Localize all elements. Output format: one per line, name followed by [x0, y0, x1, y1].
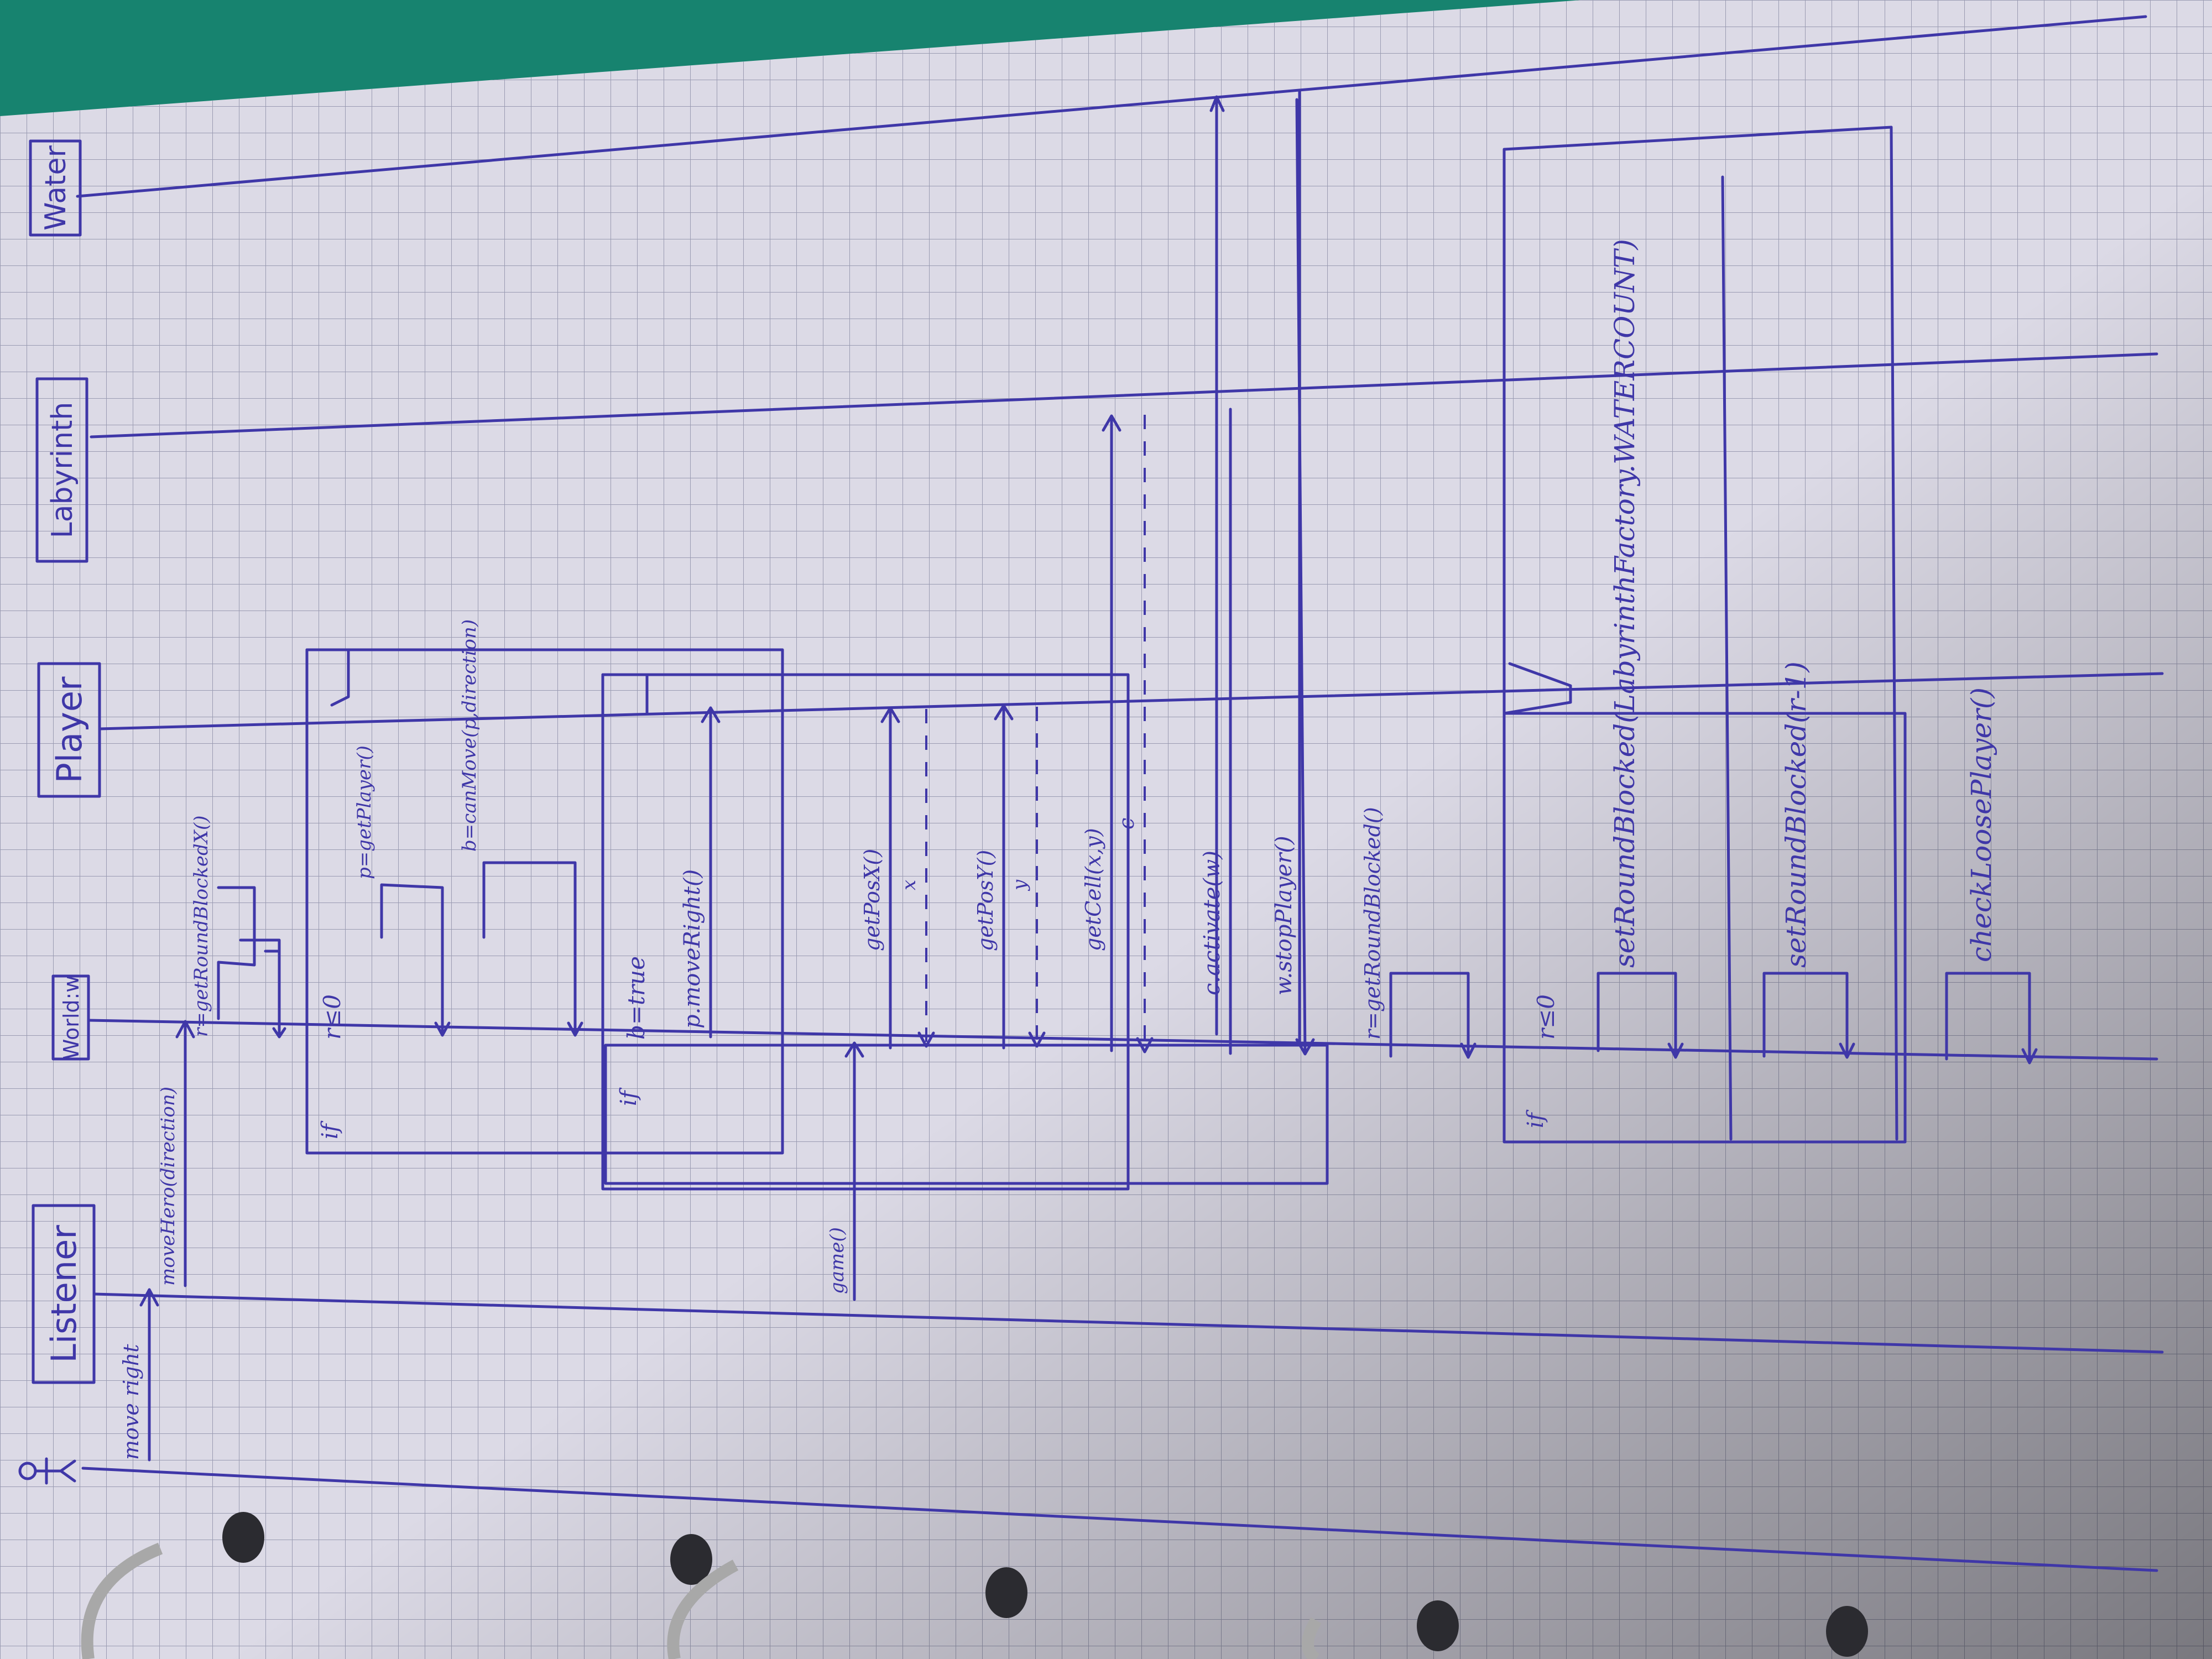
label-get-player: p=getPlayer()	[353, 745, 375, 879]
lifelines	[76, 15, 2164, 1572]
frame-if-3	[1503, 126, 1907, 1144]
label-move-right: move right	[119, 1344, 143, 1460]
label-get-round-blocked-1: r=getRoundBlockedX()	[190, 815, 212, 1037]
label-get-round-blocked-2: r=getRoundBlocked()	[1360, 807, 1385, 1040]
svg-text:World:w: World:w	[59, 975, 84, 1060]
svg-text:Labyrinth: Labyrinth	[46, 402, 79, 539]
label-get-cell: getCell(x,y)	[1081, 828, 1105, 951]
label-ret-c: c	[1114, 818, 1139, 830]
label-move-right-call: p.moveRight()	[680, 869, 705, 1029]
label-ret-x: x	[898, 880, 920, 890]
label-game: game()	[826, 1227, 848, 1294]
frame-if-2	[601, 673, 1329, 1191]
label-can-move: b=canMove(p,direction)	[458, 619, 481, 852]
message-arrows	[139, 98, 2038, 1462]
svg-text:Water: Water	[39, 145, 72, 231]
label-set-round-blocked-2: setRoundBlocked(r-1)	[1780, 661, 1812, 968]
svg-text:Player: Player	[49, 676, 90, 783]
actor-icon	[18, 1457, 76, 1485]
frame3-guard: r≤0	[1532, 994, 1559, 1040]
lifeline-head-world: World:w	[51, 974, 90, 1061]
svg-text:Listener: Listener	[44, 1225, 84, 1363]
label-get-pos-y: getPosY()	[973, 850, 998, 951]
frame1-guard: r≤0	[319, 994, 346, 1040]
label-stop-player: w.stopPlayer()	[1271, 836, 1297, 995]
binder-holes	[222, 1512, 1868, 1657]
frame-if-1	[305, 648, 784, 1155]
label-move-hero: moveHero(direction)	[157, 1087, 179, 1286]
label-check-loose-player: checkLoosePlayer()	[1965, 687, 1997, 962]
label-activate: c.activate(w)	[1199, 851, 1225, 995]
lifeline-head-listener: Listener	[32, 1204, 96, 1384]
lifeline-head-water: Water	[29, 139, 82, 237]
binder-rings	[81, 1542, 1322, 1659]
label-ret-y: y	[1009, 879, 1031, 891]
message-labels: move right moveHero(direction) r=getRoun…	[119, 239, 1997, 1460]
frame2-guard: b=true	[623, 956, 650, 1040]
label-set-round-blocked-1: setRoundBlocked(LabyrinthFactory.WATERCO…	[1609, 239, 1641, 968]
lifeline-head-labyrinth: Labyrinth	[35, 377, 88, 563]
label-get-pos-x: getPosX()	[860, 849, 884, 951]
